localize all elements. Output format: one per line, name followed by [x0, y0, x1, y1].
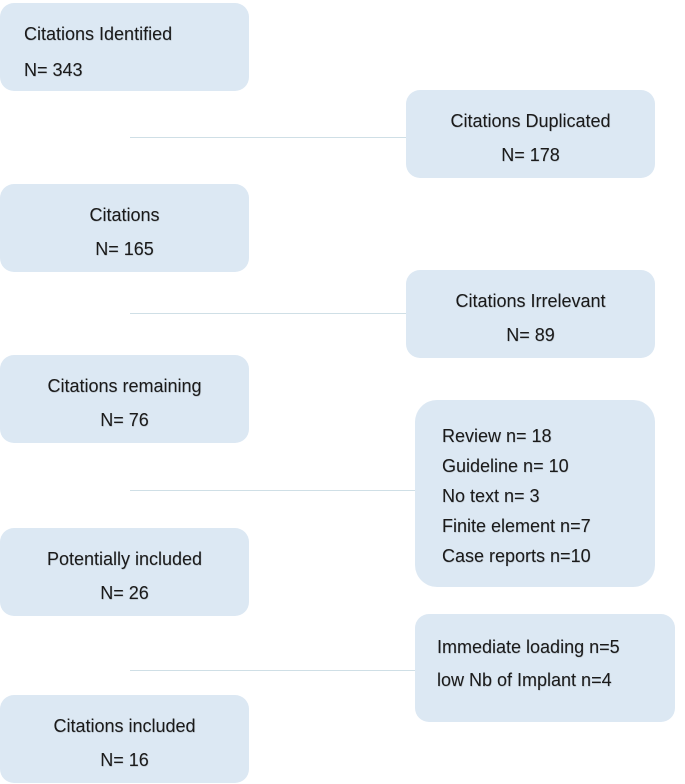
identified-box: Citations Identified N= 343	[0, 3, 249, 91]
remaining-box: Citations remaining N= 76	[0, 355, 249, 443]
irrelevant-label: Citations Irrelevant	[455, 291, 606, 311]
included-label: Citations included	[53, 716, 196, 736]
included-box: Citations included N= 16	[0, 695, 249, 783]
duplicated-box: Citations Duplicated N= 178	[406, 90, 655, 178]
exclusions-box-1: Review n= 18 Guideline n= 10 No text n= …	[415, 400, 655, 587]
connector-line-1	[130, 137, 406, 138]
exclusion-case-reports: Case reports n=10	[442, 546, 591, 566]
citations-count: N= 165	[95, 239, 154, 259]
remaining-label: Citations remaining	[47, 376, 202, 396]
irrelevant-count: N= 89	[506, 325, 555, 345]
exclusions-box-2: Immediate loading n=5 low Nb of Implant …	[415, 614, 675, 722]
identified-label: Citations Identified	[24, 24, 173, 44]
connector-line-2	[130, 313, 406, 314]
exclusion-immediate-loading: Immediate loading n=5	[437, 637, 620, 657]
exclusion-finite-element: Finite element n=7	[442, 516, 591, 536]
exclusion-review: Review n= 18	[442, 426, 552, 446]
included-count: N= 16	[100, 750, 149, 770]
potentially-included-box: Potentially included N= 26	[0, 528, 249, 616]
duplicated-label: Citations Duplicated	[450, 111, 611, 131]
potentially-included-label: Potentially included	[46, 549, 203, 569]
connector-line-3	[130, 490, 415, 491]
exclusion-no-text: No text n= 3	[442, 486, 540, 506]
identified-count: N= 343	[24, 60, 83, 80]
connector-line-4	[130, 670, 415, 671]
citations-box: Citations N= 165	[0, 184, 249, 272]
remaining-count: N= 76	[100, 410, 149, 430]
irrelevant-box: Citations Irrelevant N= 89	[406, 270, 655, 358]
potentially-included-count: N= 26	[100, 583, 149, 603]
citations-label: Citations	[89, 205, 160, 225]
exclusion-low-implant-number: low Nb of Implant n=4	[437, 670, 612, 690]
exclusion-guideline: Guideline n= 10	[442, 456, 569, 476]
duplicated-count: N= 178	[501, 145, 560, 165]
